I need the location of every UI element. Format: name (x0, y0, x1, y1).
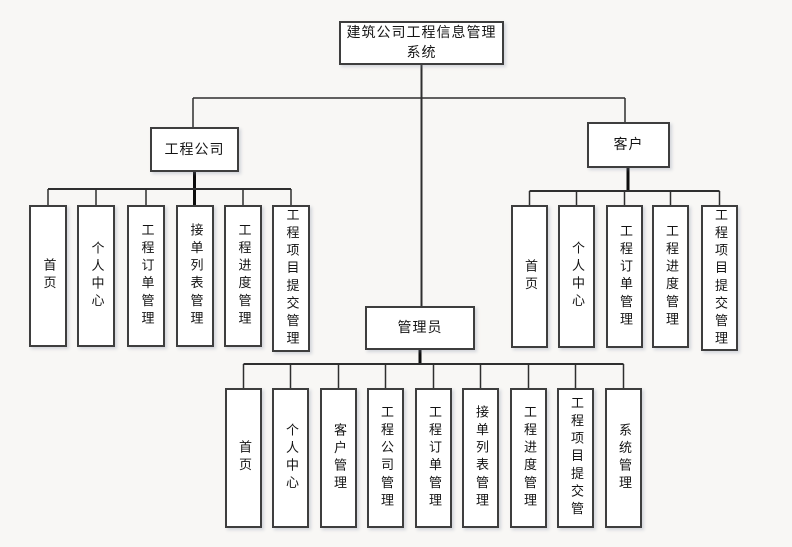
leaf-label: 首页 (522, 258, 537, 295)
customer-connectors (528, 168, 721, 205)
leaf-label: 工程进度管理 (521, 405, 536, 511)
leaf-admin-home: 首页 (225, 388, 262, 528)
leaf-customer-project-submit-mgmt: 工程项目提交管理 (701, 205, 738, 351)
leaf-label: 工程订单管理 (617, 223, 632, 330)
leaf-label: 工程项目提交管理 (712, 207, 727, 349)
leaf-company-project-submit-mgmt: 工程项目提交管理 (272, 205, 310, 352)
leaf-admin-company-mgmt: 工程公司管理 (367, 388, 404, 528)
leaf-label: 工程公司管理 (378, 405, 393, 511)
leaf-label: 工程项目提交管 (568, 396, 583, 520)
leaf-admin-system-mgmt: 系统管理 (605, 388, 642, 528)
leaf-label: 工程项目提交管理 (283, 208, 299, 349)
leaf-label: 个人中心 (569, 241, 584, 312)
leaf-company-personal-center: 个人中心 (77, 205, 115, 347)
leaf-label: 首页 (236, 440, 251, 476)
leaf-label: 个人中心 (283, 422, 298, 494)
leaf-label: 工程订单管理 (138, 223, 154, 329)
leaf-admin-progress-mgmt: 工程进度管理 (510, 388, 547, 528)
leaf-admin-customer-mgmt: 客户管理 (320, 388, 357, 528)
node-root-label-line1: 建筑公司工程信息管理 (346, 25, 497, 41)
leaf-label: 接单列表管理 (473, 405, 488, 511)
leaf-admin-order-mgmt: 工程订单管理 (415, 388, 452, 528)
leaf-label: 工程进度管理 (663, 223, 678, 330)
leaf-company-progress-mgmt: 工程进度管理 (224, 205, 262, 347)
leaf-admin-personal-center: 个人中心 (272, 388, 309, 528)
leaf-label: 客户管理 (331, 422, 346, 494)
node-customer-label: 客户 (613, 137, 644, 153)
leaf-label: 个人中心 (88, 240, 104, 312)
company-connectors (47, 172, 292, 205)
node-root: 建筑公司工程信息管理 系统 (339, 21, 504, 65)
leaf-customer-progress-mgmt: 工程进度管理 (652, 205, 689, 348)
node-company: 工程公司 (150, 127, 239, 172)
node-company-label: 工程公司 (164, 141, 225, 158)
leaf-admin-project-submit-mgmt: 工程项目提交管 (557, 388, 594, 528)
leaf-label: 接单列表管理 (187, 223, 203, 329)
admin-connectors (242, 350, 625, 388)
leaf-label: 首页 (40, 258, 56, 294)
node-root-label-line2: 系统 (406, 45, 437, 61)
leaf-label: 工程进度管理 (235, 223, 251, 329)
node-admin-label: 管理员 (397, 320, 443, 336)
leaf-company-home: 首页 (29, 205, 67, 347)
leaf-customer-home: 首页 (511, 205, 548, 348)
leaf-company-order-mgmt: 工程订单管理 (127, 205, 165, 347)
leaf-customer-personal-center: 个人中心 (558, 205, 595, 348)
leaf-label: 系统管理 (616, 422, 631, 494)
leaf-company-accept-list-mgmt: 接单列表管理 (176, 205, 214, 347)
leaf-customer-order-mgmt: 工程订单管理 (606, 205, 643, 348)
leaf-admin-accept-list-mgmt: 接单列表管理 (462, 388, 499, 528)
node-customer: 客户 (587, 122, 670, 168)
leaf-label: 工程订单管理 (426, 405, 441, 511)
node-admin: 管理员 (365, 306, 475, 350)
